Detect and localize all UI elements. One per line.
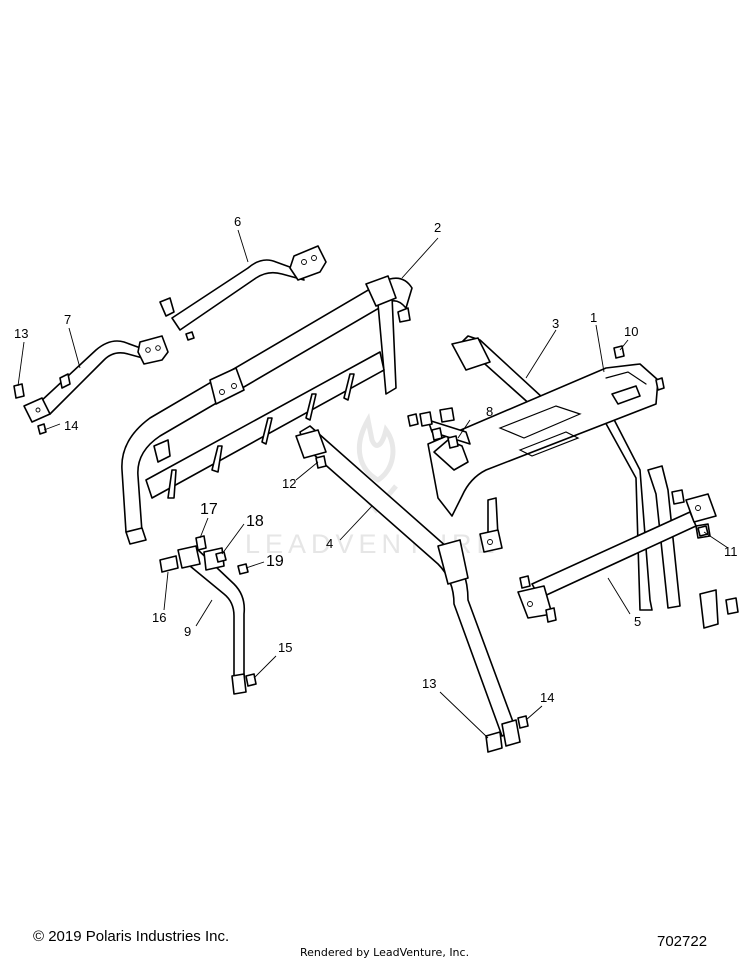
fastener-14-lower (517, 715, 529, 729)
callout-5: 5 (634, 614, 641, 629)
rendered-by-text: Rendered by LeadVenture, Inc. (300, 946, 470, 959)
fastener-16 (159, 555, 179, 573)
callout-4: 4 (326, 536, 333, 551)
callout-11: 11 (724, 544, 738, 559)
callout-13-upper: 13 (14, 326, 28, 341)
callout-7: 7 (64, 312, 71, 327)
callout-9: 9 (184, 624, 191, 639)
part-7-side-tube (13, 335, 169, 435)
fastener-18 (215, 551, 227, 563)
fastener-13-lower (485, 731, 503, 753)
fastener-19 (237, 563, 249, 575)
part-11-fastener (697, 525, 709, 537)
callout-17: 17 (200, 501, 218, 518)
part-5-rear-crossbar (517, 489, 717, 623)
callout-labels: 6 2 3 1 10 7 13 14 8 11 12 4 5 17 18 19 … (14, 214, 738, 705)
callout-13-lower: 13 (422, 676, 436, 691)
part-2-front-roll-bar (121, 275, 413, 545)
leader-lines (17, 229, 729, 739)
callout-14-lower: 14 (540, 690, 554, 705)
diagram-id: 702722 (657, 933, 708, 950)
callout-15: 15 (278, 640, 292, 655)
callout-3: 3 (552, 316, 559, 331)
callout-8: 8 (486, 404, 493, 419)
fastener-15 (245, 673, 257, 687)
part-6-rear-upper-tube (159, 245, 327, 341)
callout-12: 12 (282, 476, 296, 491)
callout-14-upper: 14 (64, 418, 78, 433)
callout-16: 16 (152, 610, 166, 625)
callout-2: 2 (434, 220, 441, 235)
callout-1: 1 (590, 310, 597, 325)
part-10-fastener (613, 345, 625, 359)
part-9-grab-handle (177, 545, 247, 695)
callout-18: 18 (246, 513, 264, 530)
fastener-17 (195, 535, 207, 551)
copyright-text: © 2019 Polaris Industries Inc. (33, 928, 230, 945)
part-4-a-pillar-tube (295, 425, 521, 747)
callout-6: 6 (234, 214, 241, 229)
part-8-strut (407, 407, 471, 449)
callout-19: 19 (266, 553, 284, 570)
callout-10: 10 (624, 324, 638, 339)
part-1-roof-panel (427, 363, 665, 553)
